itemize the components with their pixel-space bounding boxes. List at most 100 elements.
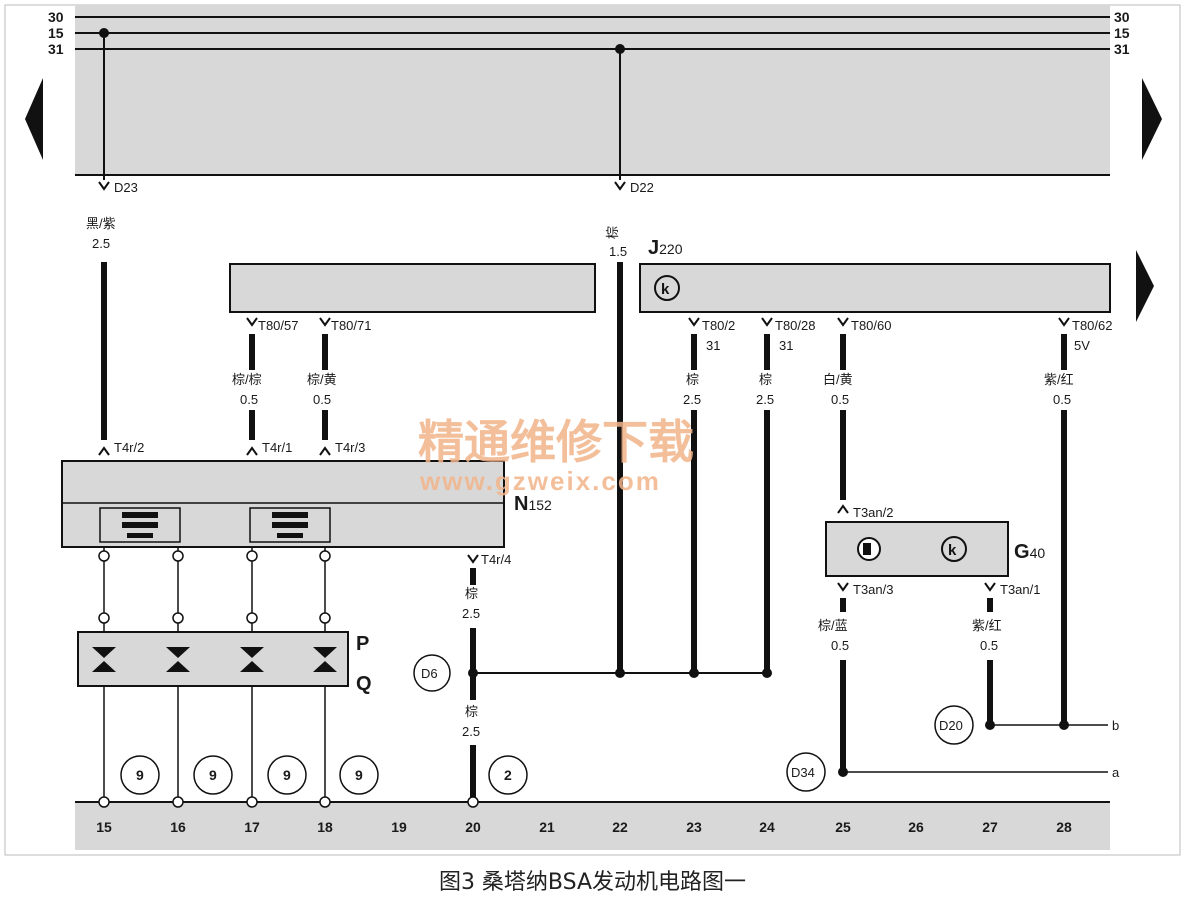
pin-t3an-2: T3an/2 (853, 505, 893, 520)
wire-20b-size: 2.5 (462, 724, 480, 739)
pin-t3an-1: T3an/1 (1000, 582, 1040, 597)
ref-circle-15 (120, 755, 160, 795)
column-number-24: 24 (759, 819, 775, 835)
g40-sensor (825, 521, 1009, 577)
pin-t4r-2: T4r/2 (114, 440, 144, 455)
pin-t80-2: T80/2 (702, 318, 735, 333)
g40-label: G40 (1014, 541, 1045, 563)
node-d23: D23 (114, 180, 138, 195)
node-d22: D22 (630, 180, 654, 195)
wire-28-color: 紫/红 (1044, 372, 1074, 387)
wire-25-color: 白/黄 (823, 372, 853, 387)
pin-t80-28-ref: 31 (779, 338, 793, 353)
ref-circle-17 (267, 755, 307, 795)
rail-30-right: 30 (1114, 9, 1130, 25)
wire-22-color: 棕 (605, 226, 620, 239)
wire-24-size: 2.5 (756, 392, 774, 407)
rail-15-right: 15 (1114, 25, 1130, 41)
ref-number-20: 2 (504, 767, 512, 783)
wire-20a-color: 棕 (465, 586, 478, 601)
wire-24-color: 棕 (759, 372, 772, 387)
pin-t80-28: T80/28 (775, 318, 815, 333)
wire-28-size: 0.5 (1053, 392, 1071, 407)
j220-band (639, 263, 1111, 313)
column-number-27: 27 (982, 819, 998, 835)
ref-circle-18 (339, 755, 379, 795)
svg-text:k: k (661, 281, 670, 298)
rail-30-left: 30 (48, 9, 64, 25)
wire-25-size: 0.5 (831, 392, 849, 407)
column-number-28: 28 (1056, 819, 1072, 835)
ground-symbol-icon-2 (941, 536, 967, 562)
wire-25b-color: 棕/蓝 (818, 618, 848, 633)
ground-band (75, 802, 1110, 850)
t80-pins-left (246, 317, 331, 327)
n152-label: N152 (514, 493, 552, 515)
end-b: b (1112, 718, 1119, 733)
rail-15-left: 15 (48, 25, 64, 41)
rail-31-left: 31 (48, 41, 64, 57)
wire-18-size: 0.5 (313, 392, 331, 407)
ref-circle-16 (193, 755, 233, 795)
column-number-23: 23 (686, 819, 702, 835)
column-number-16: 16 (170, 819, 186, 835)
wiring-diagram: 30 15 31 30 15 31 D23 D22 黑/紫 2.5 棕 1.5 … (4, 4, 1181, 856)
ref-number-18: 9 (355, 767, 363, 783)
wire-23-size: 2.5 (683, 392, 701, 407)
wire-17-color: 棕/棕 (232, 372, 262, 387)
pin-t4r-4: T4r/4 (481, 552, 511, 567)
column-number-22: 22 (612, 819, 628, 835)
node-d34: D34 (791, 765, 815, 780)
right-arrow-icon-2 (1136, 250, 1154, 322)
pin-t80-71: T80/71 (331, 318, 371, 333)
wire-15-size: 2.5 (92, 236, 110, 251)
wire-17-size: 0.5 (240, 392, 258, 407)
wire-23-color: 棕 (686, 372, 699, 387)
hv-leads (98, 547, 331, 632)
wire-20b-color: 棕 (465, 704, 478, 719)
power-rails (75, 16, 1110, 176)
node-d20-circle (934, 705, 974, 745)
j220-label: J220 (648, 237, 683, 259)
pin-t4r-3: T4r/3 (335, 440, 365, 455)
wire-22-size: 1.5 (609, 244, 627, 259)
wire-27-color: 紫/红 (972, 618, 1002, 633)
plug-label-p: P (356, 633, 369, 655)
pin-t80-2-ref: 31 (706, 338, 720, 353)
watermark-url: www.gzweix.com (419, 466, 661, 496)
pin-t3an-3: T3an/3 (853, 582, 893, 597)
column-number-25: 25 (835, 819, 851, 835)
svg-text:k: k (948, 542, 957, 559)
wire-18-color: 棕/黄 (307, 372, 337, 387)
left-arrow-icon (25, 78, 43, 160)
wire-27-size: 0.5 (980, 638, 998, 653)
ref-circle-20 (488, 755, 528, 795)
ecu-band-left (229, 263, 596, 313)
ground-symbol-icon (654, 275, 680, 301)
column-number-21: 21 (539, 819, 555, 835)
figure-caption: 图3 桑塔纳BSA发动机电路图一 (438, 870, 747, 895)
watermark-cn: 精通维修下载 (418, 415, 694, 469)
right-arrow-icon (1142, 78, 1162, 160)
column-number-26: 26 (908, 819, 924, 835)
spark-plugs-pq (77, 631, 349, 687)
column-number-18: 18 (317, 819, 333, 835)
column-number-20: 20 (465, 819, 481, 835)
node-d6-circle (413, 654, 451, 692)
wire-15-color: 黑/紫 (86, 216, 116, 231)
pin-t4r-1: T4r/1 (262, 440, 292, 455)
pin-t80-57: T80/57 (258, 318, 298, 333)
wire-20a-size: 2.5 (462, 606, 480, 621)
pin-t80-62: T80/62 (1072, 318, 1112, 333)
column-number-17: 17 (244, 819, 260, 835)
pin-t80-60: T80/60 (851, 318, 891, 333)
relay-panel-band (75, 5, 1110, 175)
rail-31-right: 31 (1114, 41, 1130, 57)
ref-number-17: 9 (283, 767, 291, 783)
ref-number-16: 9 (209, 767, 217, 783)
ref-number-15: 9 (136, 767, 144, 783)
t80-pins-right (688, 317, 1070, 327)
wire-25b-size: 0.5 (831, 638, 849, 653)
